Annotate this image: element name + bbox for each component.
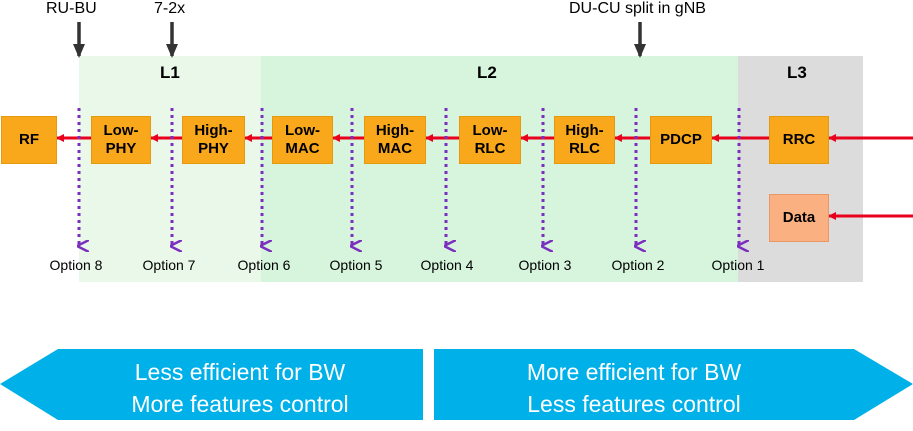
block-high-mac: High- MAC	[364, 116, 426, 164]
block-data: Data	[769, 194, 829, 242]
option-label-4: Option 4	[420, 257, 474, 273]
block-pdcp: PDCP	[650, 116, 712, 164]
banner-right-text: More efficient for BW Less features cont…	[444, 356, 824, 420]
layer-label-l3: L3	[787, 63, 807, 82]
banner-right-line-1: More efficient for BW	[526, 359, 742, 385]
layer-label-l1: L1	[160, 63, 180, 82]
ru-bu-label: RU-BU	[46, 0, 97, 17]
banner-right-arrow	[434, 349, 913, 420]
l3-region	[738, 56, 863, 282]
option-label-8: Option 8	[49, 257, 103, 273]
du-cu-split-label: DU-CU split in gNB	[569, 0, 706, 17]
banner-left-line-2: More features control	[131, 391, 349, 417]
block-low-mac: Low- MAC	[272, 116, 333, 164]
l2-region	[261, 56, 738, 282]
block-high-rlc: High- RLC	[554, 116, 615, 164]
block-low-phy: Low- PHY	[91, 116, 151, 164]
option-label-3: Option 3	[518, 257, 572, 273]
block-high-phy: High- PHY	[182, 116, 245, 164]
option-label-1: Option 1	[711, 257, 765, 273]
option-label-7: Option 7	[142, 257, 196, 273]
option-label-5: Option 5	[329, 257, 383, 273]
option-label-2: Option 2	[611, 257, 665, 273]
banner-left-arrow	[0, 349, 423, 420]
block-rf: RF	[1, 116, 57, 164]
block-low-rlc: Low- RLC	[459, 116, 521, 164]
banner-left-text: Less efficient for BW More features cont…	[60, 356, 420, 420]
banner-left-line-1: Less efficient for BW	[134, 359, 346, 385]
split-7-2x-label: 7-2x	[154, 0, 186, 17]
banner-right-line-2: Less features control	[527, 391, 741, 417]
block-rrc: RRC	[769, 116, 829, 164]
option-label-6: Option 6	[237, 257, 291, 273]
layer-label-l2: L2	[477, 63, 497, 82]
